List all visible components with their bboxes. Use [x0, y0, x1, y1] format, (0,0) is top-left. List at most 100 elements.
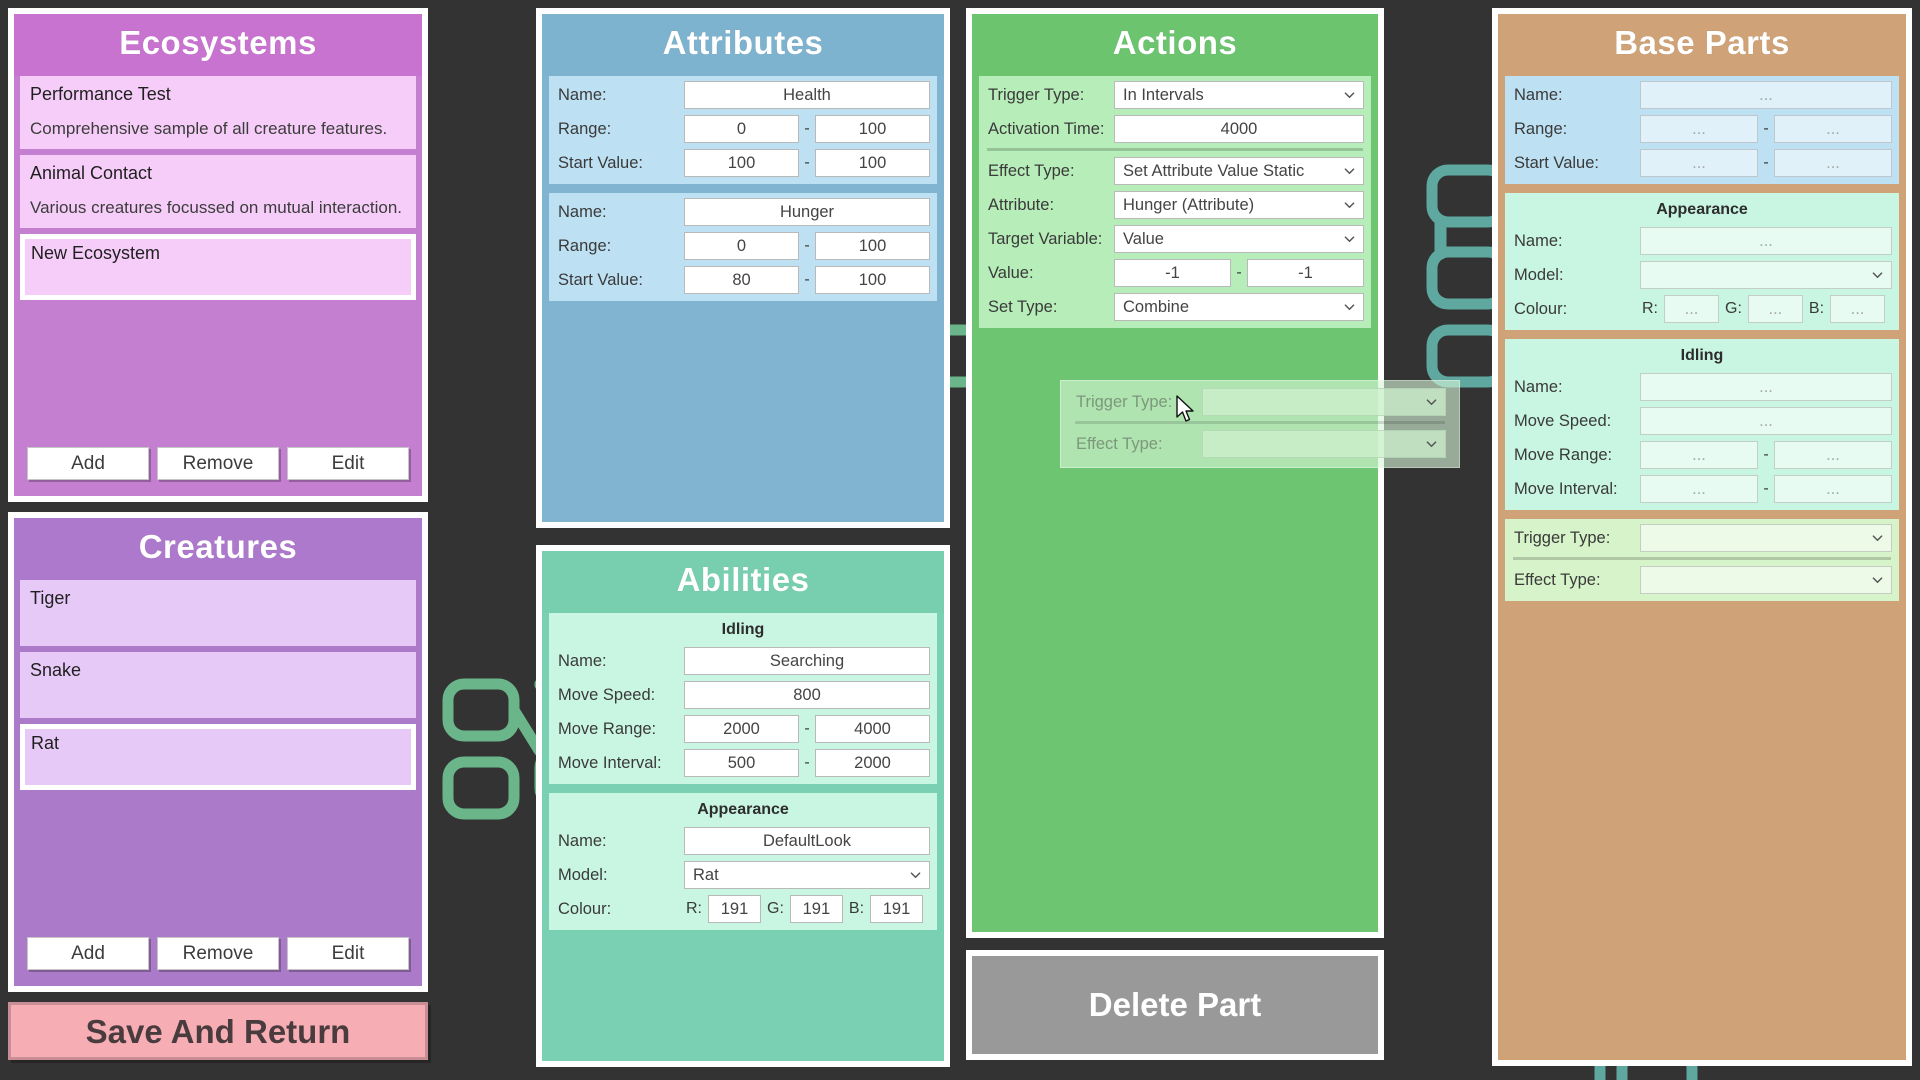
- range-min-input[interactable]: ...: [1640, 149, 1758, 177]
- field-row: Value:-1--1: [979, 257, 1371, 289]
- text-input[interactable]: ...: [1640, 227, 1892, 255]
- range-max-input[interactable]: ...: [1774, 149, 1892, 177]
- list-item[interactable]: Snake: [20, 652, 416, 718]
- dropdown-select[interactable]: Set Attribute Value Static: [1114, 157, 1364, 185]
- field-controls: Health: [684, 81, 937, 109]
- section-divider: [1075, 421, 1445, 424]
- dropdown-select[interactable]: [1202, 388, 1446, 416]
- field-row: Model:Rat: [549, 859, 937, 891]
- list-item[interactable]: Rat: [20, 724, 416, 790]
- list-item[interactable]: Tiger: [20, 580, 416, 646]
- dropdown-select[interactable]: Hunger (Attribute): [1114, 191, 1364, 219]
- dropdown-value: Combine: [1123, 298, 1190, 316]
- green-channel-input[interactable]: 191: [789, 895, 843, 923]
- field-controls: 0-100: [684, 115, 937, 143]
- range-max-input[interactable]: 4000: [815, 715, 930, 743]
- text-input[interactable]: ...: [1640, 81, 1892, 109]
- range-max-input[interactable]: 2000: [815, 749, 930, 777]
- field-controls: Value: [1114, 225, 1371, 253]
- range-max-input[interactable]: ...: [1774, 441, 1892, 469]
- drag-ghost-action[interactable]: Trigger Type:Effect Type:: [1060, 380, 1460, 468]
- text-input[interactable]: Searching: [684, 647, 930, 675]
- text-input[interactable]: Health: [684, 81, 930, 109]
- red-channel-input[interactable]: 191: [708, 895, 761, 923]
- field-row: Range:...-...: [1505, 113, 1899, 145]
- text-input[interactable]: Hunger: [684, 198, 930, 226]
- ecosystems-edit-button[interactable]: Edit: [287, 447, 409, 480]
- field-label: Name:: [558, 202, 607, 221]
- range-max-input[interactable]: 100: [815, 232, 930, 260]
- range-min-input[interactable]: ...: [1640, 475, 1758, 503]
- field-label: Name:: [558, 651, 607, 670]
- field-controls: 500-2000: [684, 749, 937, 777]
- dropdown-select[interactable]: Value: [1114, 225, 1364, 253]
- range-max-input[interactable]: 100: [815, 149, 930, 177]
- dropdown-select[interactable]: In Intervals: [1114, 81, 1364, 109]
- field-label: Name:: [558, 85, 607, 104]
- field-controls: R:...G:...B:...: [1640, 295, 1899, 323]
- blue-channel-input[interactable]: ...: [1830, 295, 1886, 323]
- arrow-cursor-icon: [1176, 395, 1194, 422]
- blue-channel-input[interactable]: 191: [870, 895, 924, 923]
- group-heading: Appearance: [1656, 201, 1748, 218]
- field-label: Range:: [558, 119, 612, 138]
- text-input[interactable]: 4000: [1114, 115, 1364, 143]
- field-label: Effect Type:: [1514, 570, 1601, 589]
- field-controls: [1202, 388, 1453, 416]
- range-min-input[interactable]: 2000: [684, 715, 799, 743]
- range-max-input[interactable]: ...: [1774, 475, 1892, 503]
- group-heading: Appearance: [697, 801, 789, 818]
- range-max-input[interactable]: 100: [815, 266, 930, 294]
- chevron-down-icon: [1872, 272, 1883, 279]
- creatures-edit-button[interactable]: Edit: [287, 937, 409, 970]
- text-input[interactable]: DefaultLook: [684, 827, 930, 855]
- field-row: Name: Health: [549, 79, 937, 111]
- dropdown-select[interactable]: [1640, 261, 1892, 289]
- range-max-input[interactable]: ...: [1774, 115, 1892, 143]
- field-label: Trigger Type:: [1076, 392, 1173, 411]
- text-input[interactable]: ...: [1640, 407, 1892, 435]
- ecosystems-add-button[interactable]: Add: [27, 447, 149, 480]
- list-item[interactable]: New Ecosystem: [20, 234, 416, 300]
- text-input[interactable]: ...: [1640, 373, 1892, 401]
- range-min-input[interactable]: 80: [684, 266, 799, 294]
- range-max-input[interactable]: 100: [815, 115, 930, 143]
- field-controls: Hunger: [684, 198, 937, 226]
- creatures-remove-button[interactable]: Remove: [157, 937, 279, 970]
- range-min-input[interactable]: ...: [1640, 441, 1758, 469]
- base-parts-panel: Base Parts Name:...Range:...-...Start Va…: [1492, 8, 1912, 1066]
- field-row: Start Value:100-100: [549, 147, 937, 179]
- group-heading: Idling: [721, 621, 765, 638]
- dropdown-select[interactable]: [1202, 430, 1446, 458]
- dropdown-select[interactable]: [1640, 566, 1892, 594]
- chevron-down-icon: [1344, 304, 1355, 311]
- field-controls: ...-...: [1640, 475, 1899, 503]
- range-min-input[interactable]: 500: [684, 749, 799, 777]
- range-min-input[interactable]: -1: [1114, 259, 1231, 287]
- field-label: Effect Type:: [988, 161, 1075, 180]
- ecosystems-remove-button[interactable]: Remove: [157, 447, 279, 480]
- range-min-input[interactable]: 100: [684, 149, 799, 177]
- save-and-return-button[interactable]: Save And Return: [8, 1002, 428, 1060]
- dropdown-select[interactable]: Rat: [684, 861, 930, 889]
- field-controls: ...-...: [1640, 441, 1899, 469]
- delete-part-button[interactable]: Delete Part: [972, 956, 1378, 1054]
- field-label: Range:: [558, 236, 612, 255]
- green-channel-input[interactable]: ...: [1747, 295, 1803, 323]
- text-input[interactable]: 800: [684, 681, 930, 709]
- dropdown-select[interactable]: Combine: [1114, 293, 1364, 321]
- field-label: Value:: [988, 263, 1034, 282]
- range-min-input[interactable]: ...: [1640, 115, 1758, 143]
- field-row: Name:...: [1505, 225, 1899, 257]
- range-max-input[interactable]: -1: [1247, 259, 1364, 287]
- range-min-input[interactable]: 0: [684, 115, 799, 143]
- list-item-name: Snake: [30, 660, 82, 680]
- range-min-input[interactable]: 0: [684, 232, 799, 260]
- red-channel-input[interactable]: ...: [1664, 295, 1719, 323]
- dropdown-select[interactable]: [1640, 524, 1892, 552]
- creatures-add-button[interactable]: Add: [27, 937, 149, 970]
